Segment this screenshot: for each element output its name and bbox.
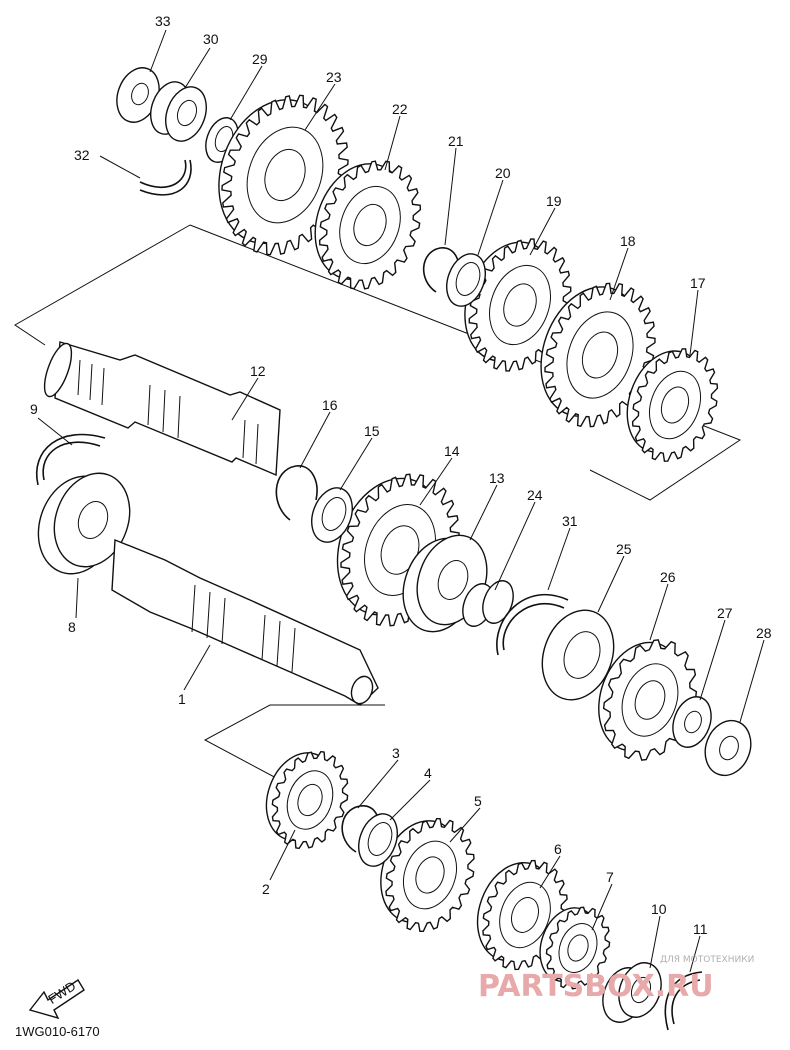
callout-26: 26 [660,569,676,585]
watermark-tagline: ДЛЯ МОТОТЕХНИКИ [660,955,754,965]
part-8-bearing[interactable] [25,463,142,585]
leader-lines [37,29,765,973]
callout-8: 8 [68,619,76,635]
assembly-boundary-lower [203,704,385,781]
callout-20: 20 [495,165,511,181]
callout-11: 11 [693,921,708,937]
callout-21: 21 [448,133,464,149]
part-16-circlip[interactable] [275,465,318,521]
part-4-washer[interactable] [352,808,404,871]
drawing-code: 1WG010-6170 [15,1024,100,1039]
callout-1: 1 [178,691,186,707]
part-5-gear[interactable] [365,804,489,944]
callout-16: 16 [322,397,338,413]
callout-28: 28 [756,625,772,641]
part-23-gear[interactable] [197,76,370,273]
callout-10: 10 [651,901,667,917]
callout-14: 14 [444,443,460,459]
callout-22: 22 [392,101,408,117]
fwd-arrow-icon: FWD [28,978,85,1020]
part-25-oil-seal[interactable] [530,600,625,710]
part-10-bearing[interactable] [596,957,669,1028]
callout-labels: 33 30 29 23 22 21 20 19 18 17 32 12 16 1… [30,13,772,937]
callout-9: 9 [30,401,38,417]
part-18-gear[interactable] [521,266,674,442]
part-31-circlip[interactable] [496,593,569,656]
part-22-gear[interactable] [298,145,438,303]
callout-29: 29 [252,51,268,67]
part-28-nut[interactable] [698,714,758,782]
callout-5: 5 [474,793,482,809]
callout-32: 32 [74,147,90,163]
callout-19: 19 [546,193,562,209]
part-32-circlip[interactable] [139,159,192,196]
callout-4: 4 [424,765,432,781]
callout-33: 33 [155,13,171,29]
part-2-gear[interactable] [253,739,361,859]
callout-2: 2 [262,881,270,897]
callout-23: 23 [326,69,342,85]
part-11-circlip[interactable] [664,971,703,1031]
callout-17: 17 [690,275,706,291]
callout-6: 6 [554,841,562,857]
watermark: ДЛЯ МОТОТЕХНИКИ PARTSBOX.RU [478,955,754,1004]
part-1-drive-axle[interactable] [111,538,379,707]
part-12-main-shaft[interactable] [39,340,281,477]
part-7-gear[interactable] [529,896,621,998]
callout-13: 13 [489,470,505,486]
callout-15: 15 [364,423,380,439]
callout-30: 30 [203,31,219,47]
assembly-boundary-upper [14,224,191,346]
callout-31: 31 [562,513,578,529]
assembly-boundary-upper-right [189,224,742,501]
part-24-collar[interactable] [457,577,518,631]
callout-12: 12 [250,363,266,379]
callout-7: 7 [606,869,614,885]
part-20-washer[interactable] [440,248,492,311]
callout-25: 25 [616,541,632,557]
callout-24: 24 [527,487,543,503]
callout-18: 18 [620,233,636,249]
part-9-circlip[interactable] [35,433,106,486]
callout-27: 27 [717,605,733,621]
watermark-brand: PARTSBOX.RU [478,969,714,1004]
callout-3: 3 [392,745,400,761]
part-15-washer[interactable] [305,482,360,548]
part-17-gear[interactable] [612,335,732,473]
part-30-bearing[interactable] [144,76,214,146]
